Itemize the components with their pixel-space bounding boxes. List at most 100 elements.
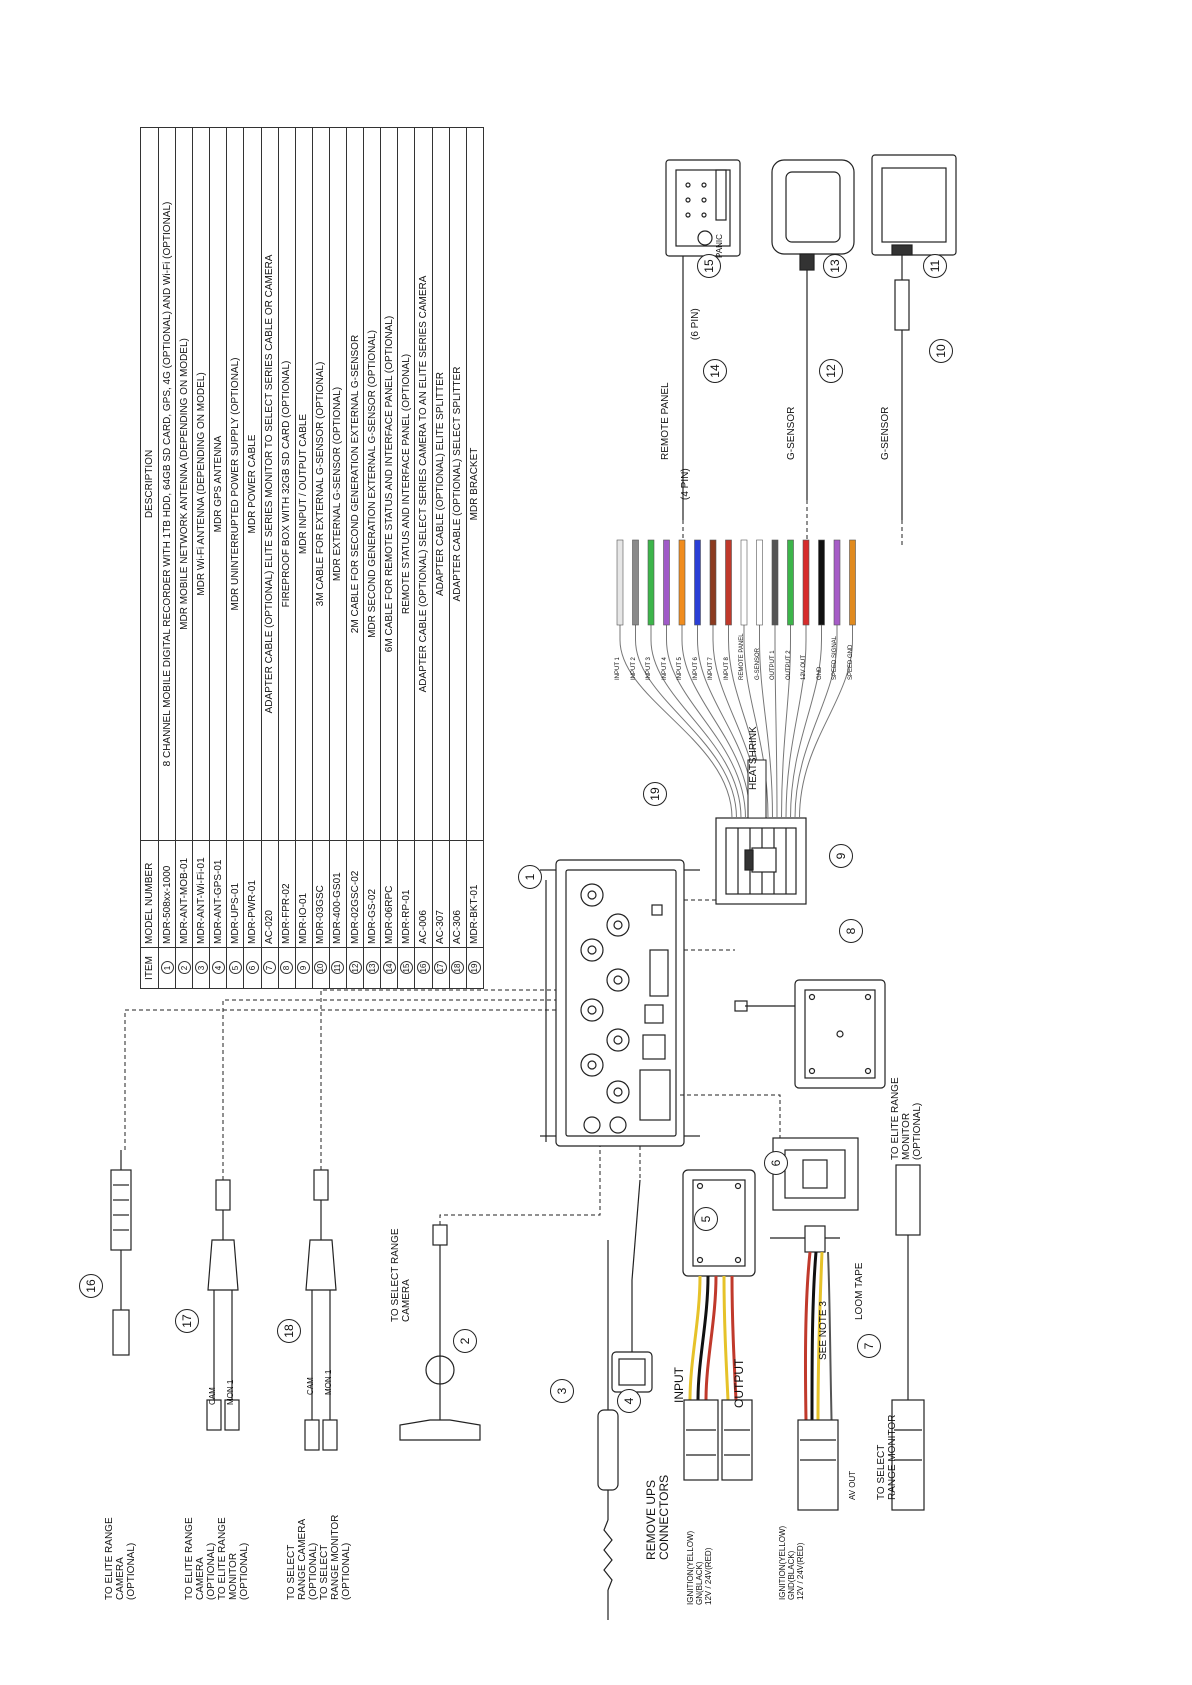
item-number: 8	[280, 961, 294, 975]
callout-11: 11	[923, 254, 947, 278]
label-select-camera-monitor: TO SELECT RANGE CAMERA (OPTIONAL) TO SEL…	[286, 1514, 352, 1600]
wire-tag: G-SENSOR	[754, 647, 761, 680]
cell-model: MDR-508xx-1000	[158, 840, 176, 948]
cell-item: 18	[449, 947, 467, 989]
io-wire-sleeve	[787, 539, 794, 626]
label-pwr-wire-key: IGNITION(YELLOW) GND(BLACK) 12V / 24V(RE…	[778, 1525, 805, 1600]
wifi-antenna	[597, 1240, 619, 1620]
wire-tag: INPUT 4	[661, 657, 668, 680]
label-remote-panel: REMOTE PANEL	[660, 382, 671, 460]
io-wire-sleeve	[725, 539, 732, 626]
label-av-out: AV OUT	[848, 1470, 857, 1500]
io-wire-sleeve	[647, 539, 655, 626]
io-wire-sleeve	[709, 539, 717, 626]
gsensor-11	[871, 154, 957, 520]
callout-10: 10	[929, 339, 953, 363]
fireproof-box	[734, 979, 886, 1089]
cell-model: MDR-IO-01	[295, 840, 313, 948]
adapter-cable-16	[110, 1150, 132, 1356]
callout-5: 5	[694, 1207, 718, 1231]
header-item: ITEM	[140, 947, 159, 989]
label-mon1-18: MON 1	[324, 1369, 333, 1395]
callout-17: 17	[175, 1309, 199, 1333]
cell-description: MDR UNINTERRUPTED POWER SUPPLY (OPTIONAL…	[226, 127, 244, 841]
cell-item: 10	[312, 947, 330, 989]
label-see-note: SEE NOTE 3	[818, 1301, 829, 1360]
io-wire-sleeve	[663, 539, 670, 626]
label-mon1-17: MON 1	[226, 1379, 235, 1405]
item-number: 14	[382, 961, 396, 975]
callout-2: 2	[453, 1329, 477, 1353]
wire-tag: INPUT 7	[708, 657, 714, 680]
adapter-cable-18	[304, 1169, 338, 1451]
cell-item: 17	[432, 947, 450, 989]
item-number: 2	[177, 961, 191, 975]
io-wire	[794, 540, 838, 819]
cell-model: MDR-PWR-01	[243, 840, 262, 948]
cell-description: 2M CABLE FOR SECOND GENERATION EXTERNAL …	[346, 127, 364, 841]
io-wire	[781, 540, 791, 819]
label-ups-wire-key: IGNITION(YELLOW) GN(BLACK) 12V / 24V(RED…	[686, 1530, 713, 1605]
label-pin4: (4 PIN)	[680, 468, 691, 500]
cell-description: MDR GPS ANTENNA	[209, 127, 227, 841]
header-model: MODEL NUMBER	[140, 840, 159, 948]
callout-19: 19	[643, 782, 667, 806]
cell-item: 6	[243, 947, 262, 989]
item-number: 5	[228, 961, 242, 975]
wire-tag: REMOTE PANEL	[739, 633, 745, 680]
cell-item: 15	[397, 947, 415, 989]
io-wire-sleeve	[678, 539, 686, 626]
label-input: INPUT	[672, 1367, 686, 1403]
label-select-range-camera: TO SELECT RANGE CAMERA	[390, 1228, 412, 1322]
callout-6: 6	[764, 1151, 788, 1175]
cell-item: 7	[261, 947, 279, 989]
adapter-cable-7	[891, 1164, 925, 1511]
callout-8: 8	[839, 919, 863, 943]
cell-description: ADAPTER CABLE (OPTIONAL) SELECT SPLITTER	[449, 127, 467, 841]
io-wire	[743, 540, 769, 819]
cell-description: 3M CABLE FOR EXTERNAL G-SENSOR (OPTIONAL…	[312, 127, 330, 841]
label-pin6: (6 PIN)	[690, 308, 701, 340]
io-wire-sleeve	[756, 539, 763, 626]
io-wire	[635, 540, 737, 819]
wire-tag: OUTPUT 1	[770, 650, 776, 680]
label-to-elite-monitor: TO ELITE RANGE MONITOR (OPTIONAL)	[890, 1077, 923, 1160]
cell-item: 19	[466, 947, 484, 989]
cell-model: MDR-03GSC	[312, 840, 330, 948]
cell-model: MDR-BKT-01	[466, 840, 484, 948]
callout-3: 3	[550, 1379, 574, 1403]
adapter-cable-17	[206, 1179, 240, 1431]
io-wire	[650, 540, 742, 819]
callout-14: 14	[703, 359, 727, 383]
callout-4: 4	[617, 1389, 641, 1413]
cell-model: MDR-FPR-02	[278, 840, 296, 948]
io-wire-sleeve	[771, 539, 779, 626]
cell-item: 3	[192, 947, 210, 989]
callout-15: 15	[697, 254, 721, 278]
label-gsensor-10: G-SENSOR	[880, 406, 891, 460]
cell-model: MDR-ANT-GPS-01	[209, 840, 227, 948]
wire-tag: INPUT 6	[692, 657, 699, 680]
callout-12: 12	[819, 359, 843, 383]
item-number: 11	[331, 961, 345, 975]
item-number: 7	[263, 961, 277, 975]
wire-tag: 12V OUT	[801, 654, 807, 680]
cell-item: 4	[209, 947, 227, 989]
wire-tag: INPUT 3	[646, 657, 652, 680]
label-remove-ups: REMOVE UPS CONNECTORS	[644, 1474, 671, 1560]
remote-panel-15	[665, 159, 741, 520]
cell-description: MDR INPUT / OUTPUT CABLE	[295, 127, 313, 841]
cell-model: MDR-RP-01	[397, 840, 415, 948]
